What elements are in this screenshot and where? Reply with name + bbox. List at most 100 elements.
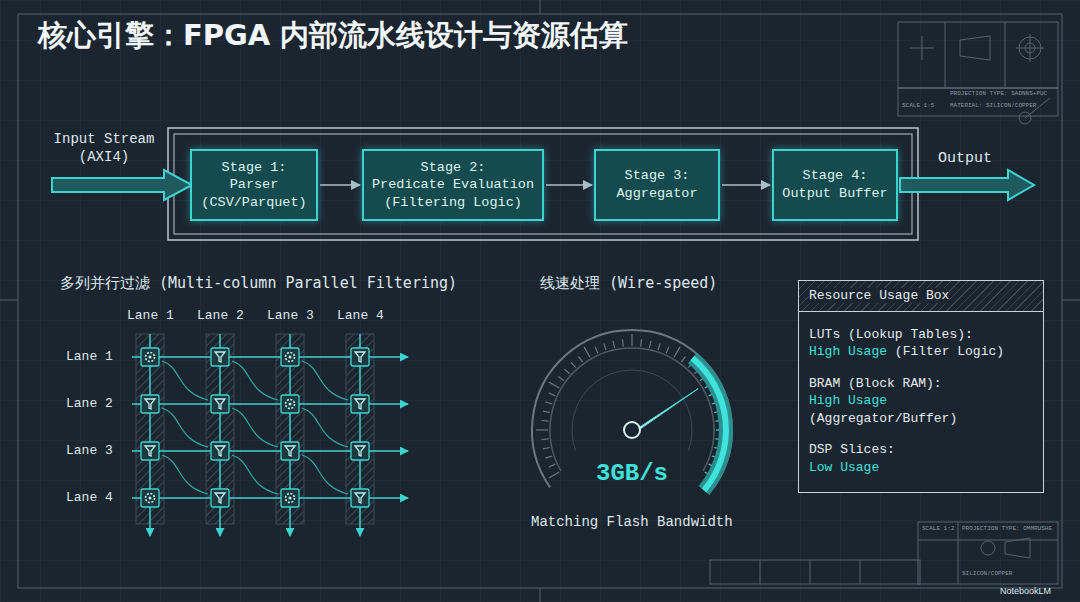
stage-number: Stage 2: [421, 159, 486, 177]
stage-name: Parser (CSV/Parquet) [197, 176, 311, 211]
lane-label: Lane 3 [66, 443, 113, 458]
flow-arrow [546, 184, 592, 186]
gear-icon [146, 353, 155, 362]
watermark: NotebookLM [1000, 586, 1051, 596]
section-heading: 线速处理 (Wire-speed) [540, 274, 717, 293]
box-heading: Resource Usage Box [809, 288, 949, 303]
gauge-tick [541, 438, 548, 440]
stage-number: Stage 4: [803, 167, 868, 185]
lane-icon [141, 395, 159, 413]
gauge-tick [631, 334, 632, 346]
filter-icon [215, 399, 225, 409]
filter-icon [145, 446, 155, 456]
filter-icon [215, 493, 225, 503]
diagram-title: 核心引擎：FPGA 内部流水线设计与资源估算 [38, 16, 628, 56]
gauge-tick [640, 339, 642, 346]
title-block-text: PROJECTION TYPE: SADNNS+PUC [950, 90, 1047, 97]
cross-lane-path [232, 455, 278, 494]
stage-number: Stage 1: [222, 159, 287, 177]
cross-lane-path [232, 408, 278, 447]
filter-icon [355, 352, 365, 362]
gauge-arc [550, 348, 714, 471]
gauge-tick [579, 356, 583, 362]
process-box: Stage 1:Parser (CSV/Parquet) [190, 149, 318, 221]
resource-box: Resource Usage BoxLUTs (Lookup Tables):H… [798, 280, 1044, 493]
gear-icon [286, 400, 295, 409]
resource-name: DSP Slices: [809, 442, 895, 457]
lane-label: Lane 2 [197, 308, 244, 323]
cross-lane-path [162, 455, 208, 494]
lane-icon [211, 442, 229, 460]
gauge-tick [681, 356, 685, 362]
section-heading: 多列并行过滤 (Multi-column Parallel Filtering) [60, 274, 457, 293]
usage-level: Low Usage [809, 460, 879, 475]
resource-name: LUTs (Lookup Tables): [809, 327, 973, 342]
gauge-tick [571, 362, 576, 367]
gauge-arc [572, 370, 692, 450]
gauge-tick [545, 402, 552, 404]
signal-name: Output [938, 150, 992, 167]
gear-icon [286, 353, 295, 362]
gauge-highlight [692, 358, 726, 490]
gauge-tick [613, 341, 614, 348]
gauge-tick [595, 347, 598, 353]
gear-icon [149, 356, 152, 359]
gauge-tick [545, 456, 552, 458]
title-block-text: SCALE 1:2 [922, 525, 954, 532]
flow-arrow [320, 184, 360, 186]
cross-lane-path [302, 361, 348, 400]
gauge-tick [549, 382, 559, 388]
gauge-tick [558, 377, 564, 381]
title-block-text: SILICON/COPPER [962, 570, 1012, 577]
box-header: Resource Usage Box [799, 281, 1043, 312]
lane-icon [211, 348, 229, 366]
lane-icon [141, 489, 159, 507]
lane-icon [281, 395, 299, 413]
resource-row: DSP Slices: [799, 441, 1043, 459]
resource-row: Low Usage [799, 459, 1043, 477]
usage-note: (Aggregator/Buffer) [809, 411, 957, 426]
gauge-tick [543, 447, 550, 448]
process-box: Stage 2:Predicate Evaluation (Filtering … [362, 149, 544, 221]
process-box: Stage 3:Aggregator [594, 149, 720, 221]
gauge-tick [649, 341, 650, 348]
flow-arrow [722, 184, 770, 186]
resource-row: High Usage (Filter Logic) [799, 343, 1043, 361]
gauge-tick [622, 339, 624, 346]
stage-name: Output Buffer [782, 185, 887, 203]
lane-icon [351, 395, 369, 413]
gauge-hub [624, 422, 640, 438]
filter-icon [355, 493, 365, 503]
lane-icon [141, 348, 159, 366]
lane-icon [351, 489, 369, 507]
gauge-tick [666, 347, 669, 353]
cross-lane-path [302, 408, 348, 447]
title-block-text: MATERIAL: SILICON/COPPER [950, 102, 1036, 109]
resource-row: High Usage (Aggregator/Buffer) [799, 392, 1043, 427]
stage-name: Predicate Evaluation (Filtering Logic) [369, 176, 537, 211]
filter-icon [285, 446, 295, 456]
gear-icon [289, 497, 292, 500]
filter-icon [215, 352, 225, 362]
lane-icon [211, 395, 229, 413]
title-block-text: SCALE 1:5 [902, 102, 934, 109]
lane-icon [211, 489, 229, 507]
lane-label: Lane 1 [127, 308, 174, 323]
signal-name: Input Stream (AXI4) [44, 130, 164, 166]
cross-lane-path [302, 455, 348, 494]
gear-icon [289, 403, 292, 406]
gauge-tick [584, 347, 590, 357]
caption-text: Matching Flash Bandwidth [531, 514, 733, 530]
lane-icon [351, 442, 369, 460]
gauge-tick [658, 343, 660, 350]
gauge-tick [604, 343, 606, 350]
lane-icon [281, 348, 299, 366]
filter-icon [145, 399, 155, 409]
lane-label: Lane 3 [267, 308, 314, 323]
usage-level: High Usage [809, 393, 887, 408]
cross-lane-path [162, 408, 208, 447]
lane-icon [141, 442, 159, 460]
lane-icon [281, 442, 299, 460]
gauge-arc [532, 330, 732, 487]
process-box: Stage 4:Output Buffer [772, 149, 898, 221]
